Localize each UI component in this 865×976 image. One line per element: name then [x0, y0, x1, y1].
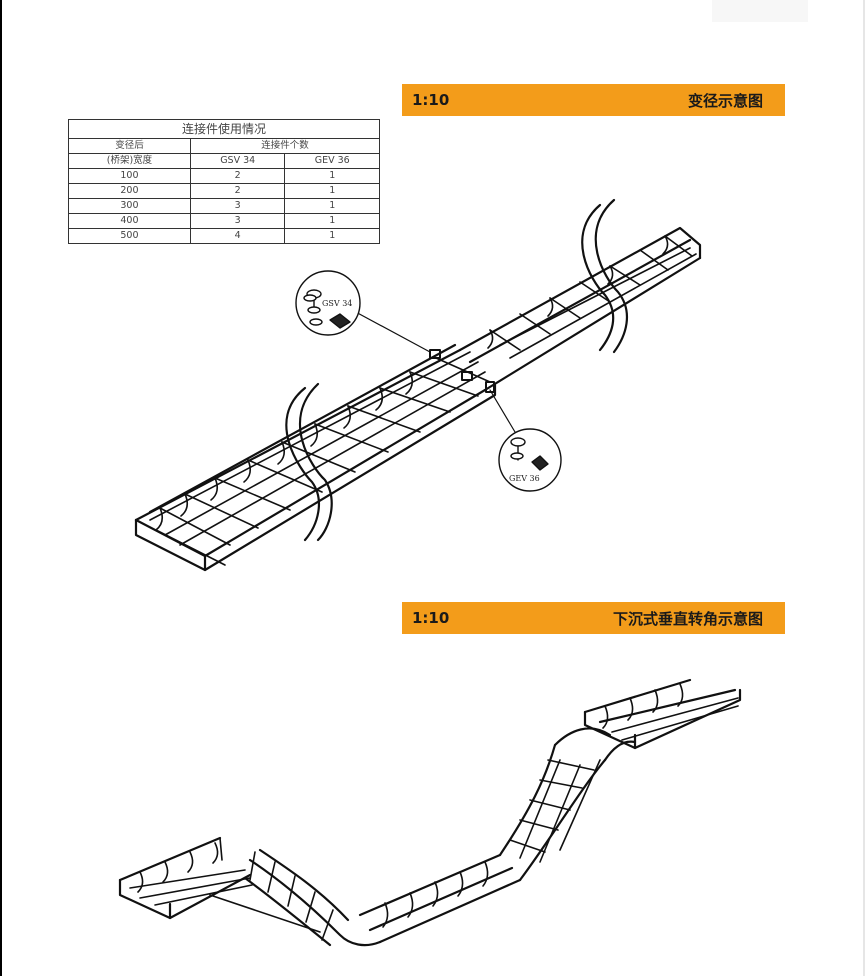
- top-mark: [712, 0, 808, 22]
- callout-label-gev: GEV 36: [509, 474, 540, 483]
- reducer-tray-drawing: GSV 34 GEV 36: [134, 198, 702, 572]
- cell-width: 500: [68, 228, 191, 244]
- reducer-title: 变径示意图: [687, 91, 763, 110]
- vertical-bend-scale: 1:10: [412, 609, 450, 627]
- table-row: 400 3 1: [68, 213, 380, 229]
- vertical-bend-section-banner: 1:10 下沉式垂直转角示意图: [402, 602, 785, 634]
- callout-label-gsv: GSV 34: [322, 299, 352, 308]
- vertical-bend-title: 下沉式垂直转角示意图: [612, 609, 763, 628]
- cell-gev: 1: [284, 228, 380, 244]
- vertical-bend-drawing: [118, 678, 742, 947]
- page-border-left: [0, 0, 2, 976]
- table-row: 100 2 1: [68, 168, 380, 184]
- table-row: 500 4 1: [68, 228, 380, 244]
- cell-gsv: 4: [189, 228, 286, 244]
- page-border-right: [863, 0, 865, 976]
- connector-usage-table: 连接件使用情况 变径后 连接件个数 (桥架)宽度 GSV 34 GEV 36 1…: [68, 119, 381, 244]
- reducer-scale: 1:10: [412, 91, 450, 109]
- reducer-section-banner: 1:10 变径示意图: [402, 84, 785, 116]
